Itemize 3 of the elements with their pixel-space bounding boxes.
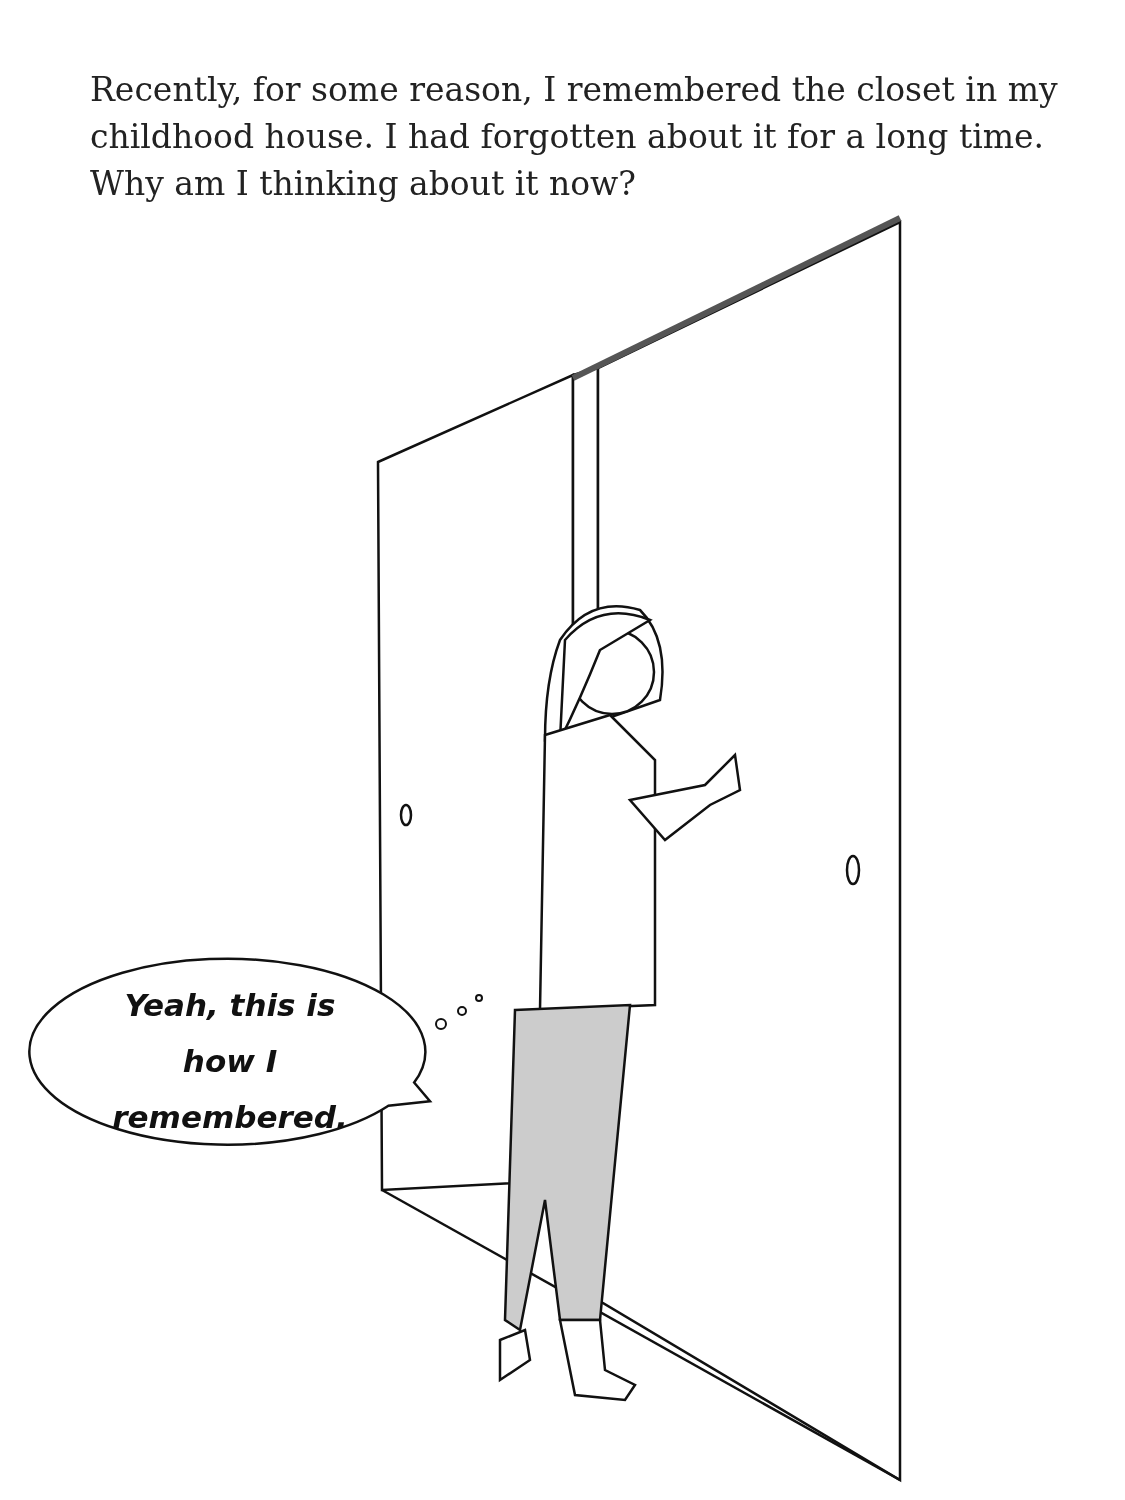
speech-bubble xyxy=(30,955,430,1145)
speech-text: Yeah, this is how I remembered. xyxy=(111,986,349,1137)
narration-text: Recently, for some reason, I remembered the closet in my childhood house. I had forgotten about it for a long time. Why am I thinking about it now? xyxy=(90,69,1059,205)
